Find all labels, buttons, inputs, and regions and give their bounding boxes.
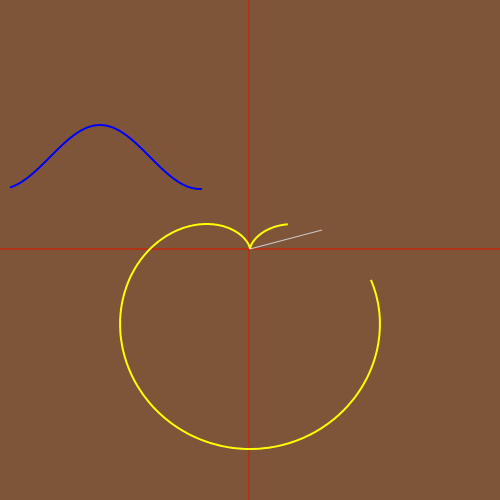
radius-line bbox=[249, 229, 323, 250]
sine-wave bbox=[9, 124, 203, 190]
